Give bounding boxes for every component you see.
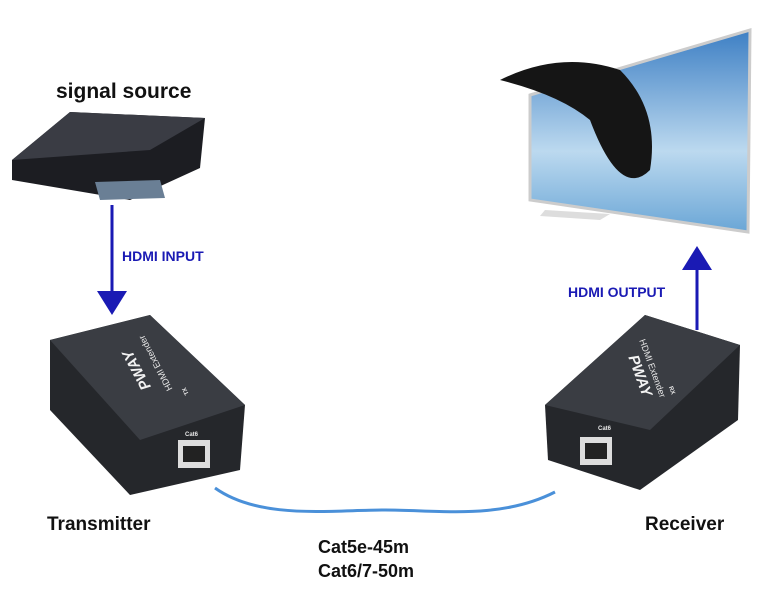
hdmi-input-label: HDMI INPUT bbox=[122, 248, 204, 264]
signal-source-label: signal source bbox=[56, 80, 192, 103]
ethernet-cable bbox=[214, 486, 556, 514]
transmitter-port-label: Cat6 bbox=[185, 432, 199, 438]
transmitter-label: Transmitter bbox=[47, 514, 151, 535]
cable-spec-cat6: Cat6/7-50m bbox=[318, 561, 415, 581]
tv-image bbox=[500, 27, 752, 234]
receiver-label: Receiver bbox=[645, 514, 725, 535]
transmitter-tx-badge: TX bbox=[182, 386, 191, 396]
hdmi-output-label: HDMI OUTPUT bbox=[568, 284, 666, 300]
receiver-port-label: Cat6 bbox=[598, 426, 612, 432]
receiver-device-image bbox=[545, 315, 740, 490]
receiver-rx-badge: RX bbox=[667, 386, 675, 396]
transmitter-device-image bbox=[50, 315, 245, 495]
cable-spec-cat5e: Cat5e-45m bbox=[318, 537, 410, 557]
dvd-player-image bbox=[12, 112, 205, 200]
